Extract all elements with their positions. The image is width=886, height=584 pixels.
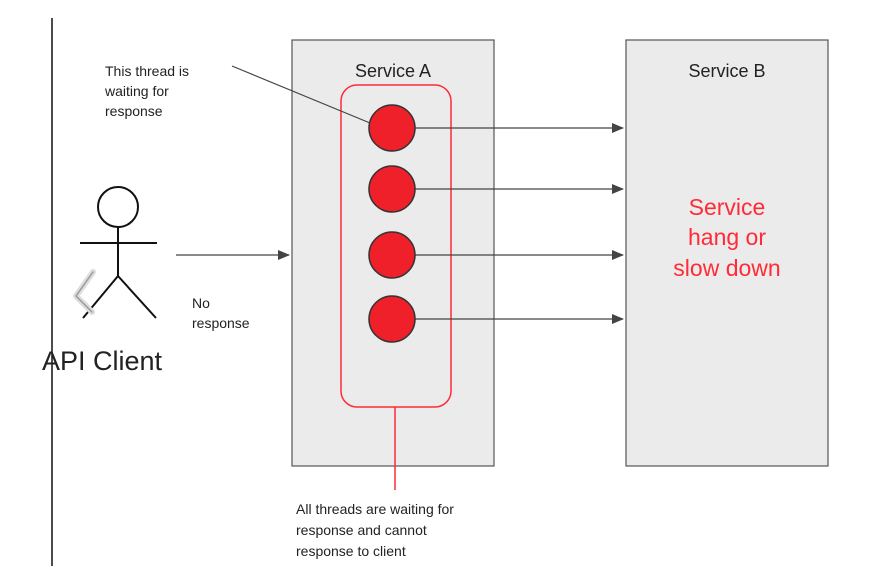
service-b-status-line-2: hang or: [688, 224, 766, 250]
thread-note-pointer: [231, 65, 371, 124]
service-b-box: [625, 39, 829, 467]
thread-circle-icon: [368, 295, 416, 343]
service-a-title: Service A: [355, 61, 431, 81]
service-b-status-line-3: slow down: [673, 255, 780, 281]
thread-circle-icon: [368, 104, 416, 152]
no-response-line-2: response: [192, 315, 250, 331]
client-label: API Client: [42, 346, 163, 376]
all-threads-note-line-2: response and cannot: [296, 522, 427, 538]
no-response-line-1: No: [192, 295, 210, 311]
service-b-status-line-1: Service: [689, 194, 766, 220]
all-threads-note-line-3: response to client: [296, 543, 406, 559]
thread-row: [368, 104, 624, 152]
stick-figure-icon: [80, 186, 157, 319]
thread-row: [368, 231, 624, 279]
thread-row: [368, 295, 624, 343]
thread-note-line-3: response: [105, 103, 163, 119]
all-threads-note-line-1: All threads are waiting for: [296, 501, 454, 517]
thread-circle-icon: [368, 165, 416, 213]
service-b-title: Service B: [688, 61, 765, 81]
thread-circle-icon: [368, 231, 416, 279]
thread-pool-container: [340, 84, 452, 408]
thread-note-line-1: This thread is: [105, 63, 189, 79]
thread-note-line-2: waiting for: [104, 83, 169, 99]
thread-row: [368, 165, 624, 213]
client-cursor-icon: [73, 269, 96, 315]
